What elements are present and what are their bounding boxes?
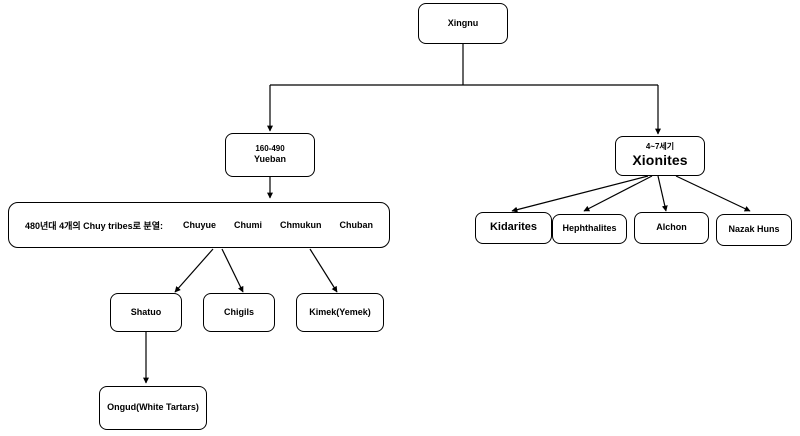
node-shatuo-label: Shatuo: [130, 306, 162, 317]
edge-xionites-to-alchon: [657, 175, 668, 212]
node-yueban[interactable]: 160-490 Yueban: [225, 133, 315, 177]
chuy-tribe-chmukun: Chmukun: [280, 220, 322, 230]
node-kimek[interactable]: Kimek(Yemek): [296, 293, 384, 332]
edge-chuyue-to-shatuo: [174, 248, 214, 293]
node-yueban-label: Yueban: [253, 154, 286, 165]
chuy-tribe-chuyue: Chuyue: [183, 220, 217, 230]
edge-xionites-to-hephthalites: [583, 175, 653, 212]
node-kidarites-label: Kidarites: [489, 221, 538, 234]
node-xionites-label: Xionites: [632, 152, 688, 169]
chuy-tribe-chuban: Chuban: [339, 220, 374, 230]
node-chigils[interactable]: Chigils: [203, 293, 275, 332]
node-xionites-period: 4~7세기: [645, 142, 675, 152]
node-yueban-period: 160-490: [255, 144, 285, 154]
node-hephthalites-label: Hephthalites: [562, 223, 617, 234]
node-xingnu[interactable]: Xingnu: [418, 3, 508, 44]
edge-xionites-to-kidarites: [511, 175, 649, 213]
node-xionites[interactable]: 4~7세기 Xionites: [615, 136, 705, 176]
edge-chuyue-to-chigils: [221, 248, 244, 293]
chuy-tribes-bar[interactable]: 480년대 4개의 Chuy tribes로 분열: Chuyue Chumi …: [8, 202, 390, 248]
edge-xionites-to-nazakhuns: [675, 175, 751, 212]
node-ongud-label: Ongud(White Tartars): [107, 402, 199, 413]
chuy-tribes-list: Chuyue Chumi Chmukun Chuban: [183, 220, 391, 230]
edge-chmukun-to-kimek: [309, 248, 338, 293]
node-kimek-label: Kimek(Yemek): [309, 306, 371, 317]
node-kidarites[interactable]: Kidarites: [475, 212, 552, 244]
node-alchon[interactable]: Alchon: [634, 212, 709, 244]
node-hephthalites[interactable]: Hephthalites: [552, 214, 627, 244]
node-chigils-label: Chigils: [223, 306, 254, 317]
node-shatuo[interactable]: Shatuo: [110, 293, 182, 332]
node-alchon-label: Alchon: [656, 222, 687, 233]
node-xingnu-label: Xingnu: [447, 17, 479, 28]
chuy-bar-lead-text: 480년대 4개의 Chuy tribes로 분열:: [25, 220, 163, 231]
node-ongud[interactable]: Ongud(White Tartars): [99, 386, 207, 430]
node-nazak-huns-label: Nazak Huns: [728, 224, 780, 235]
chuy-tribe-chumi: Chumi: [234, 220, 263, 230]
node-nazak-huns[interactable]: Nazak Huns: [716, 214, 792, 246]
